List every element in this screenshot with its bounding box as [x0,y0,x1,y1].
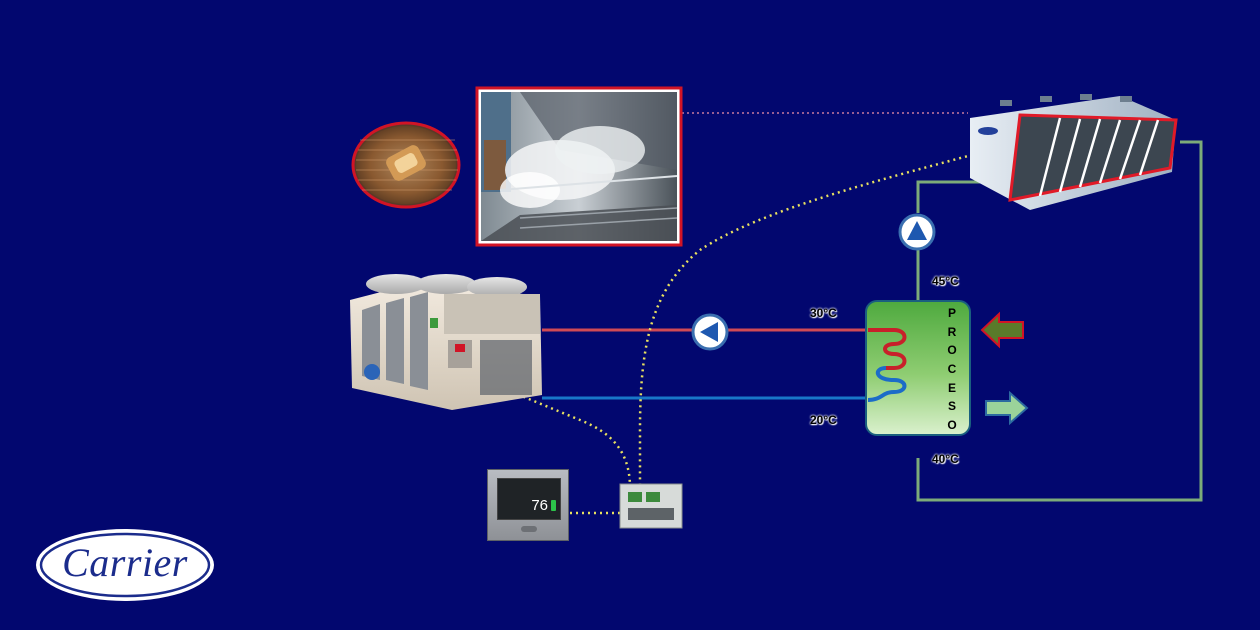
logo-oval-icon [36,529,214,601]
pump-icon [898,213,936,251]
pump-icon [691,313,729,351]
upper-temp-label: 45°C [932,274,959,288]
dry-cooler [970,94,1178,210]
process-letter: O [947,417,957,432]
signal-lines [489,148,991,515]
outlet-arrow-icon [985,390,1029,426]
return-temp-label: 20°C [810,413,837,427]
nozzle-closeup [351,121,461,209]
inlet-arrow-icon [980,311,1024,349]
process-letter: S [947,399,956,414]
controller-brand-icon [521,526,537,532]
process-letter: P [947,306,956,320]
control-board [619,483,683,529]
heating-coil-icon [868,328,907,370]
cooling-coil-icon [868,366,907,402]
heat-exchanger-coils [868,328,907,402]
supply-temp-label: 30°C [810,306,837,320]
touchscreen-controller: 76 [487,469,569,541]
status-led-icon [551,500,556,511]
lower-temp-label: 40°C [932,452,959,466]
carrier-logo: Carrier [34,527,216,603]
process-letter: R [947,324,957,339]
controller-display-value: 76 [531,497,548,514]
process-label: P R O C E S O [938,306,966,432]
process-letter: C [947,361,957,376]
process-letter: E [947,380,956,395]
green-loop [916,140,1203,502]
process-letter: O [947,343,957,358]
logo-text: Carrier [62,540,188,585]
controller-screen: 76 [497,478,561,520]
chiller-unit [350,274,542,410]
mist-spray-photo [475,86,683,247]
